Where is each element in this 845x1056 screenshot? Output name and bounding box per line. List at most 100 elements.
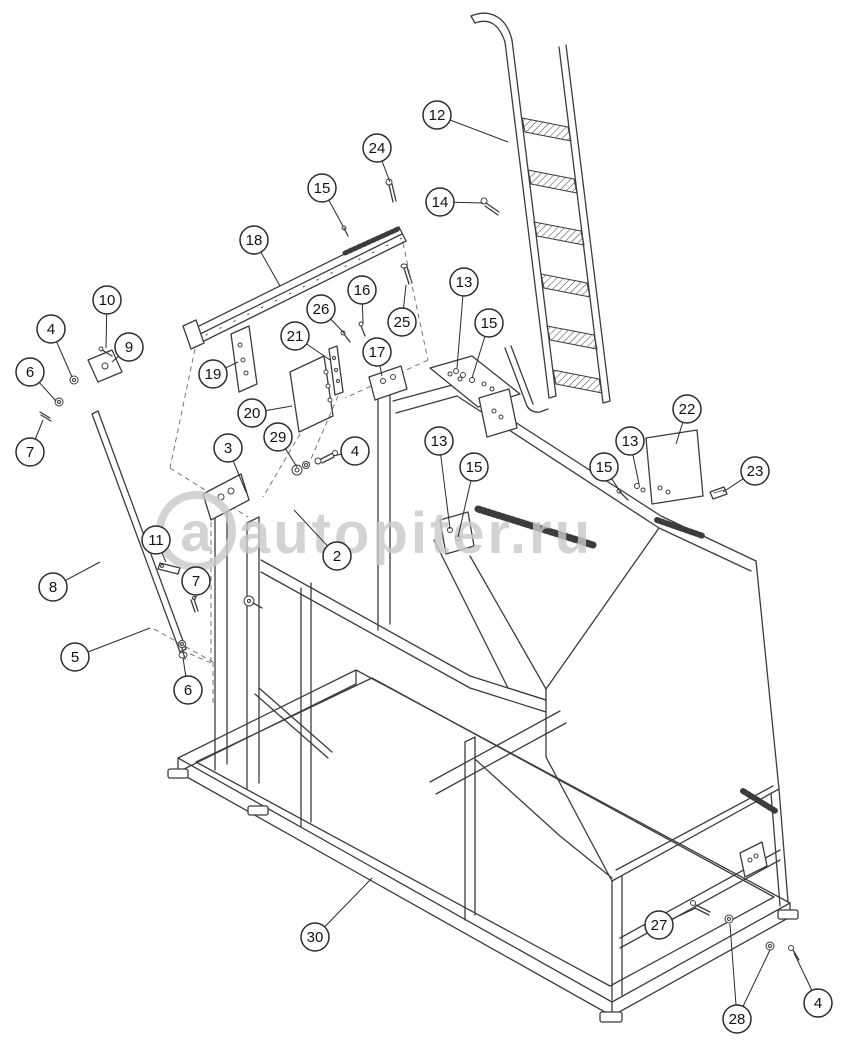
callout-17[interactable]: 17: [362, 337, 392, 367]
bolt-16: [358, 321, 366, 337]
callout-29[interactable]: 29: [263, 422, 293, 452]
callout-15[interactable]: 15: [307, 173, 337, 203]
ladder-step: [533, 221, 585, 246]
callout-13[interactable]: 13: [424, 426, 454, 456]
ladder-step: [527, 169, 578, 194]
callout-label: 4: [814, 995, 822, 1012]
callout-24[interactable]: 24: [362, 133, 392, 163]
callout-27[interactable]: 27: [644, 910, 674, 940]
callout-5[interactable]: 5: [60, 642, 90, 672]
callout-label: 30: [307, 929, 324, 946]
right-panel-assembly: [616, 429, 800, 961]
cotter-pin-7: [39, 411, 52, 422]
leader-line-13: [632, 454, 640, 485]
bolts-13-15-top: [453, 368, 475, 383]
leader-line-17: [379, 365, 383, 377]
callout-label: 6: [184, 682, 192, 699]
bolt-25: [400, 263, 413, 285]
callout-label: 7: [192, 573, 200, 590]
callout-13[interactable]: 13: [615, 426, 645, 456]
washer-28b: [765, 941, 775, 951]
callout-6[interactable]: 6: [173, 675, 203, 705]
callout-22[interactable]: 22: [672, 394, 702, 424]
top-fasteners: [340, 178, 500, 343]
callout-15[interactable]: 15: [474, 308, 504, 338]
spacer-29: [291, 461, 310, 476]
bracket-3: [202, 473, 250, 521]
callout-label: 24: [369, 140, 386, 157]
leader-line-27: [671, 907, 697, 920]
callout-label: 20: [244, 405, 261, 422]
callout-14[interactable]: 14: [425, 187, 455, 217]
assembly-guide-lines: [153, 242, 429, 705]
callout-13[interactable]: 13: [449, 267, 479, 297]
callout-16[interactable]: 16: [347, 275, 377, 305]
callout-label: 3: [224, 440, 232, 457]
leader-line-8: [65, 561, 101, 581]
callout-label: 14: [432, 194, 449, 211]
callout-7[interactable]: 7: [15, 437, 45, 467]
callout-2[interactable]: 2: [322, 541, 352, 571]
leader-line-15: [611, 478, 622, 494]
leader-line-23: [722, 478, 744, 493]
callout-12[interactable]: 12: [422, 100, 452, 130]
panel-20: [289, 355, 334, 433]
leader-line-20: [265, 405, 293, 412]
callout-label: 18: [246, 232, 263, 249]
pin-7b: [190, 596, 199, 613]
callout-label: 15: [466, 459, 483, 476]
bolt-4c: [788, 945, 800, 961]
foot-pad: [247, 805, 269, 816]
callout-20[interactable]: 20: [237, 398, 267, 428]
callout-4[interactable]: 4: [803, 988, 833, 1018]
lever-11: [157, 562, 181, 575]
top-rail-assembly: [182, 226, 407, 393]
leader-line-5: [87, 627, 151, 653]
callout-6[interactable]: 6: [15, 357, 45, 387]
leader-line-4: [332, 453, 342, 457]
callout-21[interactable]: 21: [280, 321, 310, 351]
callout-4[interactable]: 4: [340, 436, 370, 466]
callout-label: 15: [481, 315, 498, 332]
callout-4[interactable]: 4: [36, 314, 66, 344]
leader-line-14: [453, 201, 484, 204]
washer-6: [54, 397, 64, 407]
callout-25[interactable]: 25: [387, 307, 417, 337]
callout-label: 19: [205, 366, 222, 383]
ladder-step: [521, 117, 572, 142]
washer-4: [69, 375, 79, 385]
callout-15[interactable]: 15: [589, 452, 619, 482]
callout-3[interactable]: 3: [213, 433, 243, 463]
ladder-step: [552, 369, 603, 394]
callout-label: 25: [394, 314, 411, 331]
callout-8[interactable]: 8: [38, 572, 68, 602]
callout-9[interactable]: 9: [114, 332, 144, 362]
rear-bracket: [739, 841, 768, 878]
callout-30[interactable]: 30: [300, 922, 330, 952]
callout-label: 4: [351, 443, 359, 460]
callout-7[interactable]: 7: [181, 566, 211, 596]
callout-23[interactable]: 23: [740, 456, 770, 486]
callout-15[interactable]: 15: [459, 452, 489, 482]
leader-line-22: [675, 422, 684, 445]
leader-line-2: [293, 509, 328, 547]
callout-26[interactable]: 26: [306, 294, 336, 324]
leader-line-10: [105, 313, 108, 349]
callout-10[interactable]: 10: [92, 285, 122, 315]
foot-pad: [599, 1011, 623, 1023]
callout-19[interactable]: 19: [198, 359, 228, 389]
bolts-13-right: [634, 483, 646, 493]
leader-line-26: [330, 318, 345, 334]
callout-11[interactable]: 11: [141, 525, 171, 555]
callout-18[interactable]: 18: [239, 225, 269, 255]
ladder-assembly: [470, 12, 611, 413]
callout-label: 16: [354, 282, 371, 299]
callout-label: 5: [71, 649, 79, 666]
callout-label: 10: [99, 292, 116, 309]
callout-28[interactable]: 28: [722, 1004, 752, 1034]
bolt-14: [480, 197, 500, 216]
leader-line-4: [56, 341, 73, 378]
leader-line-13: [456, 295, 464, 369]
